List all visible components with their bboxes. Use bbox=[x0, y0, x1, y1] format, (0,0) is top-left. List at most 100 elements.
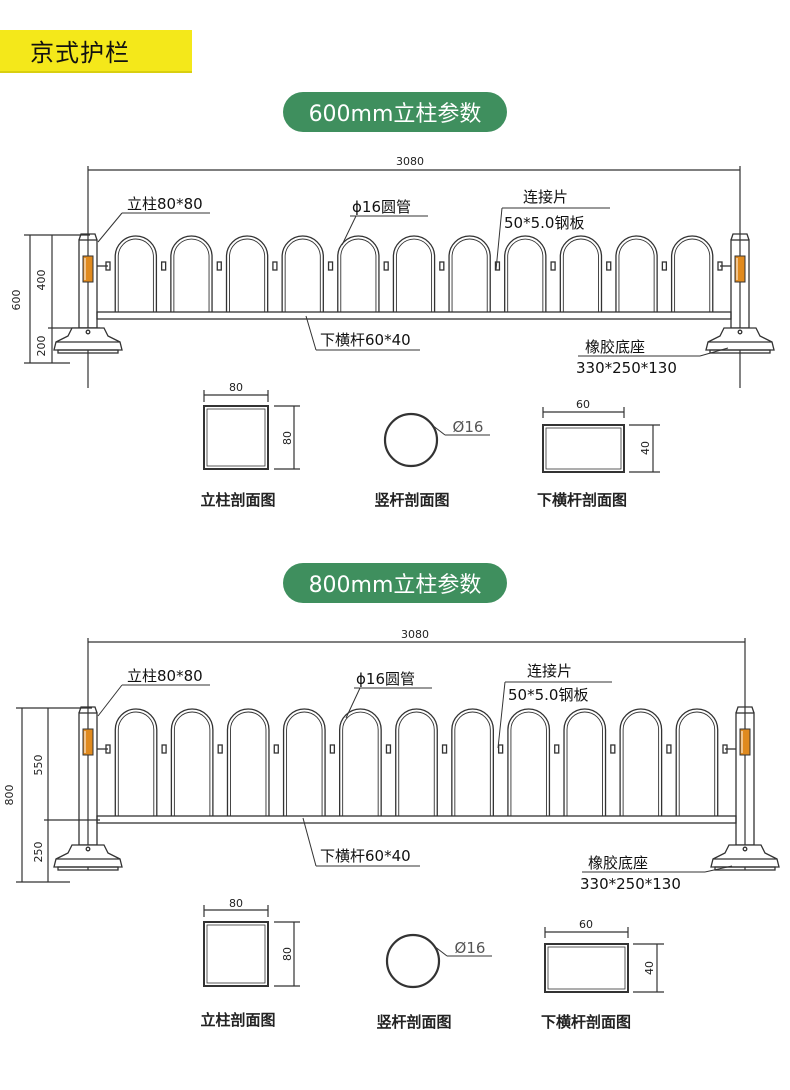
connector-plate bbox=[661, 261, 668, 271]
rod-section-circle bbox=[383, 412, 439, 468]
loop-tube bbox=[170, 708, 214, 816]
loop-tube bbox=[114, 235, 158, 312]
loop-tube bbox=[392, 235, 436, 312]
connector-plate bbox=[327, 261, 334, 271]
connector-plate bbox=[216, 261, 222, 271]
connector-plate bbox=[554, 744, 560, 754]
post-cap bbox=[78, 706, 98, 714]
loop-tube bbox=[114, 708, 158, 816]
fence-body bbox=[53, 706, 780, 871]
label-plate: 50*5.0钢板 bbox=[504, 214, 584, 232]
rubber-base bbox=[705, 327, 775, 351]
connector-plate bbox=[666, 744, 672, 754]
loop-tube-inner bbox=[510, 711, 547, 816]
loop-tube bbox=[281, 235, 324, 312]
label-bar: 下横杆60*40 bbox=[320, 331, 411, 349]
connector-plate bbox=[497, 744, 504, 754]
caption-post-section: 立柱剖面图 bbox=[200, 491, 276, 509]
post-section-width: 80 bbox=[229, 897, 243, 910]
post-section-height: 80 bbox=[281, 431, 294, 445]
loop-tube-inner bbox=[622, 711, 660, 816]
dim-height-lower: 200 bbox=[35, 336, 48, 357]
loop-tube-inner bbox=[230, 711, 267, 816]
label-tube: ϕ16圆管 bbox=[352, 198, 411, 216]
base-bolt bbox=[737, 329, 743, 335]
loop-tube-inner bbox=[678, 711, 716, 816]
post-section-square bbox=[203, 405, 269, 470]
caption-rod-section: 竖杆剖面图 bbox=[374, 491, 450, 509]
page-title-banner: 京式护栏 bbox=[0, 30, 192, 73]
base-foot bbox=[57, 866, 119, 871]
loop-tube bbox=[670, 235, 714, 312]
dim-height-total: 800 bbox=[3, 785, 16, 806]
dim-total-width: 3080 bbox=[401, 628, 429, 641]
caption-rod-section: 竖杆剖面图 bbox=[376, 1013, 452, 1031]
label-connector: 连接片 bbox=[523, 188, 568, 206]
loop-tube-inner bbox=[562, 238, 599, 312]
connector-plate bbox=[550, 261, 556, 271]
label-base-dims: 330*250*130 bbox=[576, 359, 677, 377]
connector-plate bbox=[329, 744, 336, 754]
post-section-width: 80 bbox=[229, 381, 243, 394]
loop-tube-inner bbox=[454, 711, 491, 816]
label-base: 橡胶底座 bbox=[585, 338, 645, 356]
loop-tube bbox=[563, 708, 607, 816]
label-post: 立柱80*80 bbox=[127, 195, 203, 213]
loop-tube-inner bbox=[566, 711, 603, 816]
label-bar: 下横杆60*40 bbox=[320, 847, 411, 865]
connector-plate bbox=[494, 261, 501, 271]
loop-tube bbox=[675, 708, 719, 816]
loop-tube-inner bbox=[117, 711, 155, 816]
loop-tube-inner bbox=[173, 238, 210, 312]
loop-tube-inner bbox=[618, 238, 655, 312]
loop-tube-inner bbox=[284, 238, 321, 312]
caption-post-section: 立柱剖面图 bbox=[200, 1011, 276, 1029]
connector-plate bbox=[161, 744, 167, 754]
label-post: 立柱80*80 bbox=[127, 667, 203, 685]
rubber-base bbox=[53, 844, 123, 868]
rod-section-diameter: Ø16 bbox=[453, 418, 484, 436]
loop-tube bbox=[559, 235, 603, 312]
rubber-base bbox=[53, 327, 123, 351]
bar-section-height: 40 bbox=[643, 961, 656, 975]
connector-plate bbox=[439, 261, 445, 271]
loop-tube-inner bbox=[451, 238, 488, 312]
connector-plate bbox=[606, 261, 612, 271]
loop-tube bbox=[170, 235, 213, 312]
loop-tube bbox=[619, 708, 663, 816]
loop-tube bbox=[451, 708, 494, 816]
loop-tube-inner bbox=[117, 238, 154, 312]
rod-section-diameter: Ø16 bbox=[455, 939, 486, 957]
connector-plate bbox=[383, 261, 389, 271]
reflector bbox=[739, 728, 751, 756]
bar-section-width: 60 bbox=[576, 398, 590, 411]
post-cap bbox=[730, 233, 750, 241]
reflector bbox=[734, 255, 746, 283]
connector-plate bbox=[610, 744, 616, 754]
loop-tube bbox=[507, 708, 551, 816]
dim-total-width: 3080 bbox=[396, 155, 424, 168]
post-section-height: 80 bbox=[281, 947, 294, 961]
loop-tube-inner bbox=[173, 711, 211, 816]
bottom-rail bbox=[96, 311, 732, 320]
loop-tube bbox=[395, 708, 438, 816]
fence-diagram-600: 3080 600 400 200 立柱80*80 ϕ16圆管 连接片 50*5.… bbox=[10, 155, 775, 473]
base-foot bbox=[57, 349, 119, 354]
fence-body bbox=[53, 233, 775, 354]
connector-plate bbox=[272, 261, 278, 271]
loop-tube bbox=[226, 708, 270, 816]
fence-diagram-800: 3080 800 550 250 立柱80*80 ϕ16圆管 连接片 50*5.… bbox=[3, 628, 780, 993]
base-foot bbox=[709, 349, 771, 354]
loop-tube bbox=[339, 708, 382, 816]
connector-plate bbox=[385, 744, 392, 754]
loop-tube bbox=[448, 235, 491, 312]
bar-section-height: 40 bbox=[639, 441, 652, 455]
loop-tube-inner bbox=[674, 238, 711, 312]
loop-tube bbox=[282, 708, 326, 816]
label-base: 橡胶底座 bbox=[588, 854, 648, 872]
loop-tube bbox=[504, 235, 547, 312]
loop-tube-inner bbox=[398, 711, 435, 816]
loop-tube bbox=[337, 235, 380, 312]
reflector bbox=[82, 255, 94, 283]
label-plate: 50*5.0钢板 bbox=[508, 686, 588, 704]
